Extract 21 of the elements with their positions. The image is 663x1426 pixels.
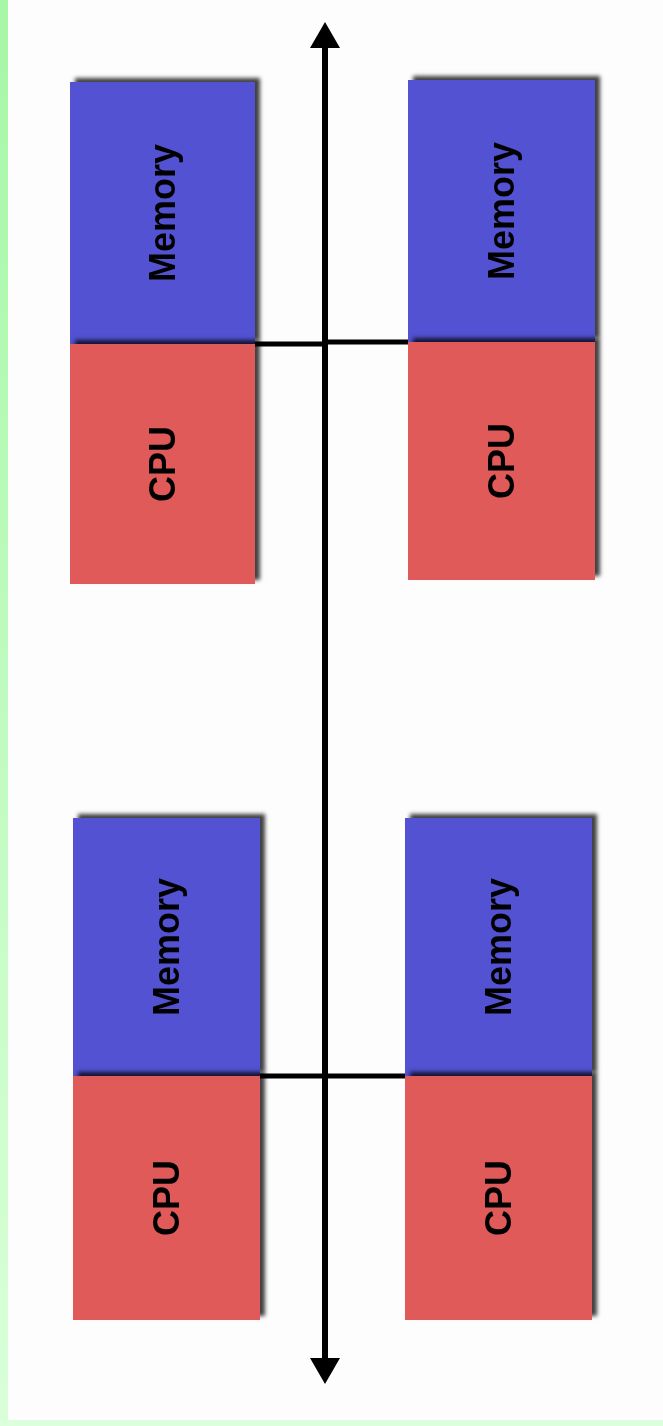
memory-block (70, 82, 255, 344)
block-label: CPU (477, 1160, 520, 1236)
cpu-block (70, 344, 255, 584)
block-label: CPU (141, 426, 184, 502)
bus-connector (328, 1073, 405, 1079)
block-label: Memory (480, 141, 523, 280)
block-label: CPU (145, 1160, 188, 1236)
bus-connector (260, 1073, 322, 1079)
block-label: Memory (141, 143, 184, 282)
block-label: CPU (480, 423, 523, 499)
bus-connector (255, 341, 322, 347)
block-label: Memory (477, 877, 520, 1016)
block-label: Memory (145, 877, 188, 1016)
bus-connector (328, 339, 408, 345)
cpu-block (73, 1076, 260, 1320)
cpu-block (405, 1076, 592, 1320)
bus-arrow (310, 22, 340, 1384)
cpu-block (408, 342, 595, 580)
memory-block (73, 818, 260, 1076)
memory-block (408, 80, 595, 342)
memory-block (405, 818, 592, 1076)
